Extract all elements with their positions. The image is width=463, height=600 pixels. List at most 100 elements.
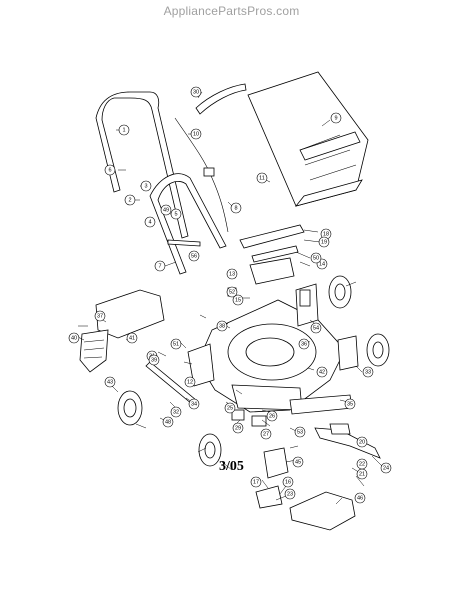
callout-number: 13 — [229, 271, 235, 277]
part-callout-19: 19 — [318, 236, 330, 248]
rear-wheel-right — [328, 275, 352, 309]
callout-bubble — [104, 376, 116, 388]
hinge-bracket — [251, 415, 267, 427]
callout-bubble — [256, 172, 268, 184]
part-callout-39: 39 — [148, 354, 160, 366]
callout-number: 26 — [269, 413, 275, 419]
callout-number: 4 — [148, 219, 151, 225]
callout-bubble — [266, 410, 278, 422]
lower-handle — [149, 173, 227, 275]
part-callout-50: 50 — [310, 252, 322, 264]
callout-bubble — [170, 406, 182, 418]
grass-bag — [247, 71, 369, 207]
callout-number: 19 — [321, 239, 327, 245]
callout-bubble — [232, 294, 244, 306]
callout-bubble — [298, 338, 310, 350]
date-code: 3/05 — [219, 459, 244, 474]
callout-number: 15 — [235, 297, 241, 303]
part-callout-52: 52 — [226, 286, 238, 298]
part-callout-37: 37 — [94, 310, 106, 322]
part-callout-27: 27 — [260, 428, 272, 440]
part-callout-1: 1 — [118, 124, 130, 136]
callout-bubble — [318, 236, 330, 248]
callout-number: 38 — [219, 323, 225, 329]
callout-number: 37 — [97, 313, 103, 319]
part-callout-38: 38 — [216, 320, 228, 332]
callout-bubble — [124, 194, 136, 206]
callout-number: 36 — [301, 341, 307, 347]
callout-bubble — [310, 322, 322, 334]
part-callout-45: 45 — [292, 456, 304, 468]
rear-wheel-left — [117, 390, 143, 426]
callout-number: 6 — [108, 167, 111, 173]
part-callout-17: 17 — [250, 476, 262, 488]
small-bracket — [231, 409, 245, 421]
callout-number: 14 — [319, 261, 325, 267]
part-callout-34: 34 — [188, 398, 200, 410]
callout-number: 5 — [174, 211, 177, 217]
callout-number: 35 — [347, 401, 353, 407]
wheel-height-bar-rear — [239, 224, 305, 249]
front-wheel-left — [198, 433, 222, 467]
front-wheel-right — [366, 333, 390, 367]
part-callout-3: 3 — [140, 180, 152, 192]
callout-number: 16 — [285, 479, 291, 485]
callout-number: 43 — [107, 379, 113, 385]
callout-bubble — [154, 260, 166, 272]
callout-number: 49 — [163, 207, 169, 213]
callout-bubble — [356, 458, 368, 470]
part-callout-12: 12 — [184, 376, 196, 388]
part-callout-11: 11 — [256, 172, 268, 184]
part-callout-56: 56 — [188, 250, 200, 262]
callout-bubble — [354, 492, 366, 504]
callout-number: 24 — [383, 465, 389, 471]
callout-number: 7 — [158, 263, 161, 269]
part-callout-40: 40 — [68, 332, 80, 344]
callout-layer: 1234567891011121314151617181920212223242… — [68, 86, 392, 504]
part-callout-4: 4 — [144, 216, 156, 228]
part-callout-32: 32 — [170, 406, 182, 418]
callout-number: 30 — [193, 89, 199, 95]
watermark-header: AppliancePartsPros.com — [163, 4, 300, 18]
part-callout-30: 30 — [190, 86, 202, 98]
callout-bubble — [250, 476, 262, 488]
callout-bubble — [292, 456, 304, 468]
callout-bubble — [226, 286, 238, 298]
rear-door-bracket — [187, 343, 215, 387]
part-callout-16: 16 — [282, 476, 294, 488]
callout-number: 8 — [234, 205, 237, 211]
callout-bubble — [190, 86, 202, 98]
callout-bubble — [294, 426, 306, 438]
part-callout-46: 46 — [354, 492, 366, 504]
callout-number: 21 — [359, 471, 365, 477]
mower-deck — [197, 299, 353, 415]
part-callout-6: 6 — [104, 164, 116, 176]
wheel-height-bar-front — [251, 245, 299, 263]
part-callout-25: 25 — [224, 402, 236, 414]
callout-number: 45 — [295, 459, 301, 465]
part-callout-54: 54 — [310, 322, 322, 334]
part-callout-5: 5 — [170, 208, 182, 220]
part-callout-13: 13 — [226, 268, 238, 280]
callout-bubble — [330, 112, 342, 124]
callout-bubble — [170, 338, 182, 350]
callout-number: 3 — [144, 183, 147, 189]
callout-number: 12 — [187, 379, 193, 385]
part-callout-36: 36 — [298, 338, 310, 350]
part-callout-7: 7 — [154, 260, 166, 272]
callout-bubble — [68, 332, 80, 344]
part-callout-22: 22 — [356, 458, 368, 470]
discharge-bracket — [255, 485, 283, 509]
callout-bubble — [282, 476, 294, 488]
callout-bubble — [118, 124, 130, 136]
part-callout-53: 53 — [294, 426, 306, 438]
part-callout-26: 26 — [266, 410, 278, 422]
callout-number: 51 — [173, 341, 179, 347]
callout-number: 9 — [334, 115, 337, 121]
callout-bubble — [170, 208, 182, 220]
callout-number: 25 — [227, 405, 233, 411]
callout-number: 50 — [313, 255, 319, 261]
rear-shield — [95, 289, 165, 339]
callout-number: 18 — [323, 231, 329, 237]
